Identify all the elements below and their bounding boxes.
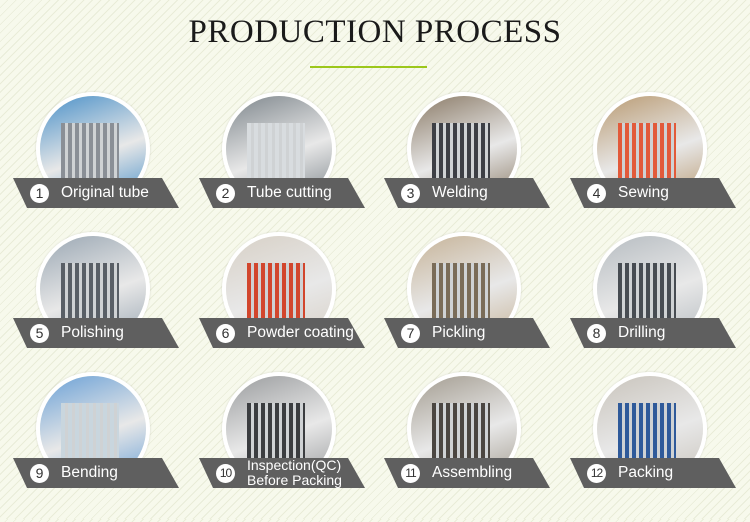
banner-polygon — [570, 318, 736, 348]
process-step: 1 Original tube — [13, 92, 183, 242]
step-number: 10 — [216, 464, 235, 483]
banner-polygon — [384, 318, 550, 348]
step-label: Assembling — [432, 464, 513, 481]
step-number: 8 — [587, 324, 606, 343]
banner-shape — [570, 458, 736, 488]
step-number: 4 — [587, 184, 606, 203]
step-banner: 1 Original tube — [13, 178, 179, 208]
banner-polygon — [13, 178, 179, 208]
step-number: 5 — [30, 324, 49, 343]
process-step: 2 Tube cutting — [199, 92, 369, 242]
banner-shape — [199, 458, 365, 488]
process-step: 10 Inspection(QC)Before Packing — [199, 372, 369, 522]
banner-polygon — [570, 458, 736, 488]
banner-shape — [13, 178, 179, 208]
banner-shape — [13, 318, 179, 348]
step-label: Tube cutting — [247, 184, 332, 201]
step-banner: 12 Packing — [570, 458, 736, 488]
step-banner: 9 Bending — [13, 458, 179, 488]
banner-polygon — [384, 178, 550, 208]
process-step: 8 Drilling — [570, 232, 740, 382]
banner-shape — [384, 178, 550, 208]
step-label: Bending — [61, 464, 118, 481]
step-label: Welding — [432, 184, 488, 201]
process-step: 12 Packing — [570, 372, 740, 522]
banner-shape — [384, 458, 550, 488]
step-banner: 11 Assembling — [384, 458, 550, 488]
step-number: 7 — [401, 324, 420, 343]
step-number: 2 — [216, 184, 235, 203]
banner-polygon — [13, 318, 179, 348]
banner-polygon — [384, 458, 550, 488]
banner-shape — [199, 318, 365, 348]
step-number: 12 — [587, 464, 606, 483]
banner-polygon — [570, 178, 736, 208]
process-step: 4 Sewing — [570, 92, 740, 242]
process-step: 6 Powder coating — [199, 232, 369, 382]
step-number: 6 — [216, 324, 235, 343]
banner-polygon — [199, 458, 365, 488]
step-label: Polishing — [61, 324, 124, 341]
process-step: 11 Assembling — [384, 372, 554, 522]
process-step: 5 Polishing — [13, 232, 183, 382]
step-label: Inspection(QC)Before Packing — [247, 458, 342, 488]
process-step: 9 Bending — [13, 372, 183, 522]
step-banner: 10 Inspection(QC)Before Packing — [199, 458, 365, 488]
step-number: 11 — [401, 464, 420, 483]
banner-shape — [570, 318, 736, 348]
step-label: Pickling — [432, 324, 486, 341]
banner-shape — [13, 458, 179, 488]
banner-shape — [570, 178, 736, 208]
step-label-line1: Inspection(QC) — [247, 457, 342, 473]
step-number: 9 — [30, 464, 49, 483]
step-number: 1 — [30, 184, 49, 203]
banner-polygon — [199, 178, 365, 208]
step-banner: 6 Powder coating — [199, 318, 365, 348]
process-step: 3 Welding — [384, 92, 554, 242]
step-banner: 5 Polishing — [13, 318, 179, 348]
step-label: Drilling — [618, 324, 666, 341]
step-label: Sewing — [618, 184, 669, 201]
step-banner: 8 Drilling — [570, 318, 736, 348]
step-label: Packing — [618, 464, 674, 481]
step-label: Original tube — [61, 184, 149, 201]
step-label-line2: Before Packing — [247, 472, 342, 488]
step-banner: 7 Pickling — [384, 318, 550, 348]
page-title: PRODUCTION PROCESS — [188, 14, 562, 50]
banner-shape — [199, 178, 365, 208]
banner-polygon — [199, 318, 365, 348]
step-banner: 4 Sewing — [570, 178, 736, 208]
step-banner: 2 Tube cutting — [199, 178, 365, 208]
step-banner: 3 Welding — [384, 178, 550, 208]
banner-polygon — [13, 458, 179, 488]
title-underline — [310, 66, 427, 68]
step-label: Powder coating — [247, 324, 354, 341]
step-number: 3 — [401, 184, 420, 203]
process-step: 7 Pickling — [384, 232, 554, 382]
banner-shape — [384, 318, 550, 348]
